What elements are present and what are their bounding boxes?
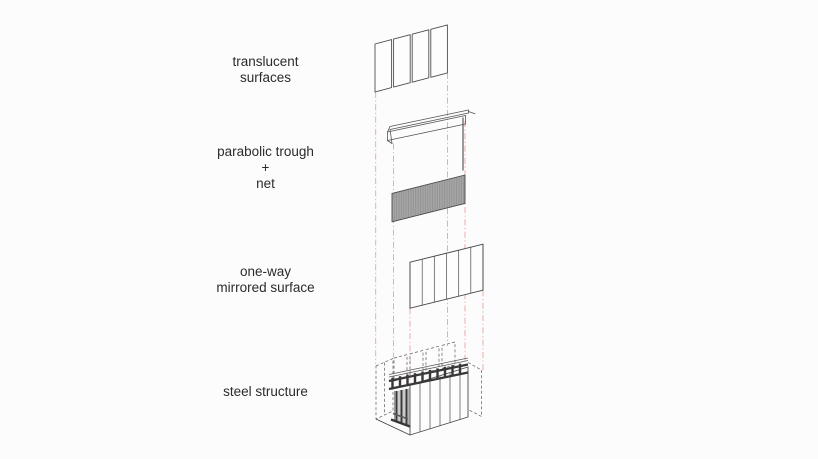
label-line: parabolic trough bbox=[217, 144, 314, 159]
label-one-way-mirrored-surface: one-way mirrored surface bbox=[178, 264, 353, 296]
translucent-panels bbox=[374, 24, 448, 93]
bottom-front-edge bbox=[375, 418, 411, 436]
label-translucent-surfaces: translucent surfaces bbox=[178, 54, 353, 86]
label-line: surfaces bbox=[239, 70, 292, 85]
steel-truss bbox=[388, 357, 469, 391]
steel-columns bbox=[390, 388, 411, 428]
label-parabolic-trough-net: parabolic trough + net bbox=[178, 144, 353, 192]
label-line: mirrored surface bbox=[216, 280, 315, 295]
label-line: steel structure bbox=[223, 384, 308, 399]
steel-panel-wall bbox=[375, 366, 469, 436]
label-line: + bbox=[261, 160, 270, 175]
projection-lines bbox=[375, 73, 484, 384]
label-line: net bbox=[256, 176, 275, 191]
label-line: translucent bbox=[232, 54, 299, 69]
parabolic-trough bbox=[387, 109, 476, 171]
label-steel-structure: steel structure bbox=[178, 384, 353, 400]
net-panel bbox=[391, 174, 466, 223]
steel-structure-drawing bbox=[375, 341, 482, 436]
mirrored-surface-panel bbox=[409, 243, 484, 309]
label-line: one-way bbox=[239, 264, 292, 279]
